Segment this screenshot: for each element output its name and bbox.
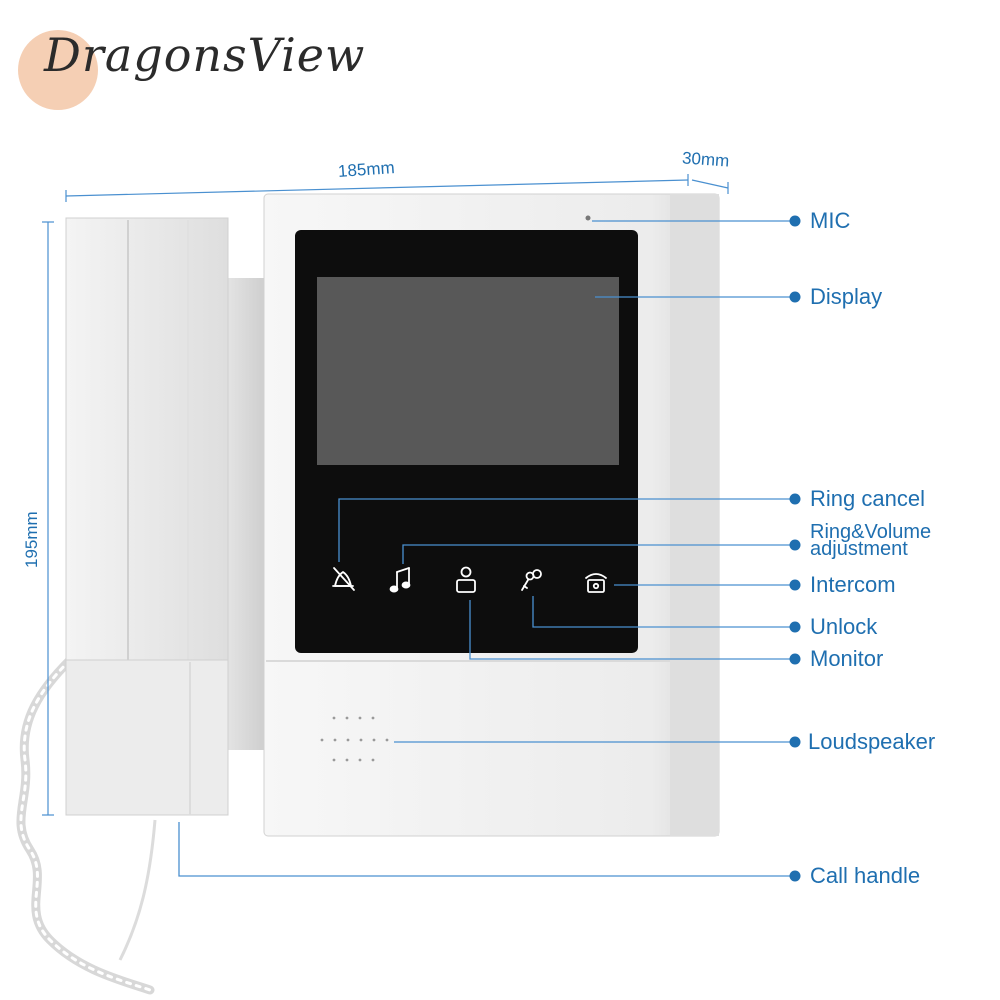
call-handle xyxy=(65,217,229,816)
mic-hole xyxy=(585,215,591,221)
callout-monitor: Monitor xyxy=(810,646,884,671)
phone-icon xyxy=(585,573,607,593)
leader-ring-cancel xyxy=(338,498,795,562)
callout-ring-volume-line1: Ring&Volume xyxy=(810,521,932,543)
bell-off-icon xyxy=(332,567,355,591)
brand-logo-circle xyxy=(18,30,98,110)
leader-monitor xyxy=(469,600,795,660)
callout-dot xyxy=(789,215,801,227)
height-label: 195mm xyxy=(22,511,41,568)
callout-call-handle: Call handle xyxy=(810,863,921,888)
music-note-icon xyxy=(389,567,411,593)
key-icon xyxy=(521,569,542,591)
display-screen xyxy=(317,277,619,465)
leader-unlock xyxy=(532,596,795,628)
callout-mic: MIC xyxy=(810,208,851,233)
person-monitor-icon xyxy=(456,566,476,593)
callout-dot xyxy=(789,870,801,882)
coiled-cord xyxy=(16,655,155,995)
callout-display: Display xyxy=(810,284,883,309)
handset-cable xyxy=(118,819,157,961)
leader-ring-volume xyxy=(402,544,795,564)
callout-loudspeaker: Loudspeaker xyxy=(808,729,936,754)
callout-intercom: Intercom xyxy=(810,572,896,597)
callout-ring-volume: Ring&Volume adjustment xyxy=(810,521,932,560)
width-label: 185mm xyxy=(337,158,396,181)
callout-dot xyxy=(789,579,801,591)
callout-dot xyxy=(789,653,801,665)
callout-dot xyxy=(789,621,801,633)
width-dimension-line xyxy=(65,179,689,197)
callout-ring-volume-line2: adjustment xyxy=(810,538,908,560)
depth-label: 30mm xyxy=(681,148,730,171)
callout-dot xyxy=(789,736,801,748)
brand-logo: DragonsView xyxy=(44,28,366,82)
callout-dot xyxy=(789,493,801,505)
callout-dot xyxy=(789,291,801,303)
depth-dimension-line xyxy=(691,179,729,189)
callout-ring-cancel: Ring cancel xyxy=(810,486,925,511)
callout-dot xyxy=(789,539,801,551)
callout-unlock: Unlock xyxy=(810,614,878,639)
speaker-grill xyxy=(320,716,389,762)
leader-call-handle xyxy=(178,822,795,877)
